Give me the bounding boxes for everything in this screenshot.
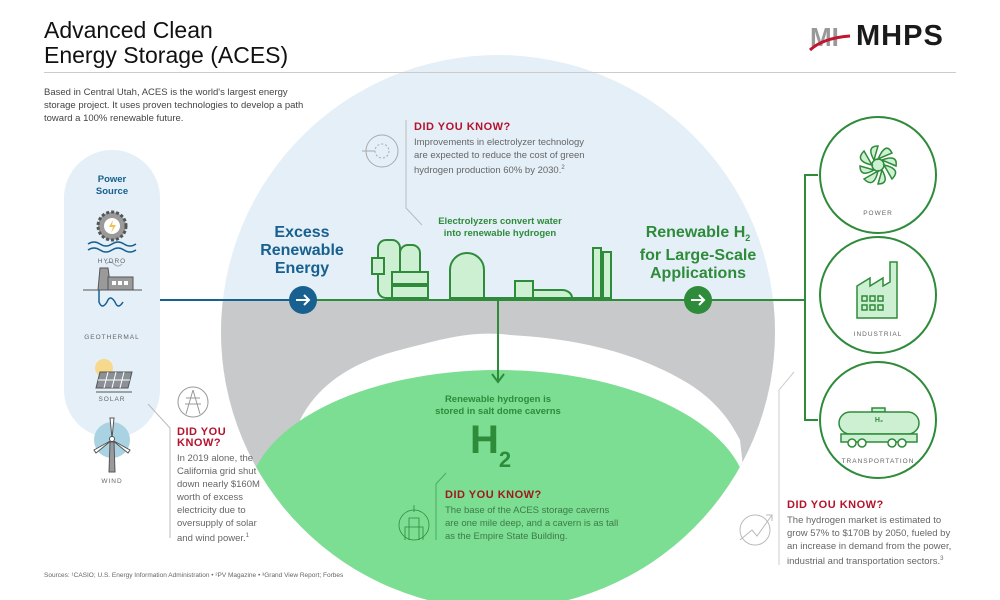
dyk-heading: DID YOU KNOW?: [787, 499, 884, 511]
renewable-h2-subscript: 2: [745, 233, 751, 244]
renewable-h2-text: Renewable H: [645, 224, 746, 241]
h2-letter: H: [470, 418, 499, 462]
page-title: Advanced Clean Energy Storage (ACES): [44, 18, 288, 68]
dyk-ref: 2: [561, 165, 565, 171]
dyk-text: The hydrogen market is estimated to grow…: [787, 514, 962, 568]
gear-circuit-icon: [362, 134, 399, 168]
turbine-fan-icon: [859, 145, 897, 185]
electrolyzers-line-1: Electrolyzers convert water: [438, 216, 562, 227]
dyk-heading-line-1: DID YOU: [177, 426, 227, 438]
renewable-h2-line-2: for Large-Scale: [639, 247, 757, 265]
dyk-heading: DID YOU KNOW?: [445, 489, 542, 501]
excess-line-1: Excess: [274, 224, 330, 241]
sources-footnote: Sources: ¹CASIO; U.S. Energy Information…: [44, 572, 344, 579]
applications-connector: [804, 174, 818, 421]
blue-arrow-button: [289, 286, 317, 314]
title-line-2: Energy Storage (ACES): [44, 42, 289, 68]
dyk-body: In 2019 alone, the California grid shut …: [177, 453, 260, 545]
leader-line-1: [405, 120, 423, 226]
tank-label: H₂: [874, 417, 884, 424]
power-source-title: Power Source: [64, 174, 160, 198]
dyk-ref: 3: [940, 556, 944, 562]
electrolyzers-line-2: into renewable hydrogen: [443, 228, 557, 239]
dyk-text: Improvements in electrolyzer technology …: [414, 136, 594, 177]
factory-icon: [856, 261, 898, 319]
growth-chart-icon: [739, 514, 773, 546]
leader-line-4: [778, 371, 795, 565]
mhps-logo: MI MHPS: [808, 20, 944, 53]
power-tower-icon: [177, 386, 209, 418]
excess-line-3: Energy: [274, 260, 330, 277]
storage-line-2: stored in salt dome caverns: [435, 406, 561, 417]
renewable-h2-heading: Renewable H2 for Large-Scale Application…: [628, 224, 768, 283]
source-label-hydro: HYDRO: [97, 258, 127, 265]
intro-text: Based in Central Utah, ACES is the world…: [44, 87, 304, 124]
green-arrow-button: [684, 286, 712, 314]
source-label-wind: WIND: [101, 478, 123, 485]
wind-turbine-icon: [93, 417, 131, 473]
application-label-industrial: INDUSTRIAL: [853, 331, 903, 338]
source-label-solar: SOLAR: [98, 396, 126, 403]
h2-subscript: 2: [498, 447, 512, 472]
electrolyzer-plant-icon: [371, 239, 612, 299]
application-label-transportation: TRANSPORTATION: [841, 458, 915, 465]
excess-line-2: Renewable: [260, 242, 344, 259]
mhps-logo-mark: MI: [808, 22, 850, 52]
power-application: [819, 116, 937, 234]
down-arrow-icon: [491, 373, 505, 384]
renewable-h2-line-3: Applications: [649, 265, 746, 283]
power-source-title-line-2: Source: [95, 186, 129, 197]
application-label-power: POWER: [863, 210, 893, 217]
dyk-body: The hydrogen market is estimated to grow…: [787, 515, 952, 568]
salt-cavern: [248, 370, 748, 600]
power-source-panel: [64, 150, 160, 438]
storage-caption: Renewable hydrogen is stored in salt dom…: [418, 394, 578, 418]
excess-energy-heading: Excess Renewable Energy: [240, 224, 364, 278]
power-source-title-line-1: Power: [97, 174, 127, 185]
electrolyzers-caption: Electrolyzers convert water into renewab…: [420, 216, 580, 240]
tanker-railcar-icon: [838, 407, 920, 448]
leader-line-3: [435, 472, 447, 540]
empire-state-building-icon: [398, 505, 430, 541]
leader-line-2: [147, 403, 171, 538]
did-you-know-caverns: DID YOU KNOW? The base of the ACES stora…: [445, 489, 625, 543]
solar-icon: [95, 359, 133, 393]
dyk-heading-line-2: KNOW?: [177, 437, 222, 449]
title-line-1: Advanced Clean: [44, 17, 213, 43]
did-you-know-electrolyzer: DID YOU KNOW? Improvements in electrolyz…: [414, 121, 594, 177]
renewable-h2-line-1: Renewable H2: [628, 224, 768, 247]
logo-text: MHPS: [856, 20, 944, 52]
storage-line-1: Renewable hydrogen is: [444, 394, 552, 405]
dyk-heading: DID YOU KNOW?: [414, 121, 511, 133]
source-label-geothermal: GEOTHERMAL: [84, 334, 140, 341]
geothermal-icon: [83, 261, 142, 307]
industrial-application: [819, 236, 937, 354]
did-you-know-market: DID YOU KNOW? The hydrogen market is est…: [787, 499, 962, 568]
dyk-body: Improvements in electrolyzer technology …: [414, 137, 585, 177]
dyk-ref: 1: [245, 533, 250, 539]
transportation-application: [819, 361, 937, 479]
hydro-icon: [87, 210, 137, 253]
h2-symbol: H2: [470, 418, 511, 472]
header-divider: [44, 72, 956, 73]
dyk-body: The base of the ACES storage caverns are…: [445, 505, 619, 542]
dyk-text: In 2019 alone, the California grid shut …: [177, 452, 272, 545]
